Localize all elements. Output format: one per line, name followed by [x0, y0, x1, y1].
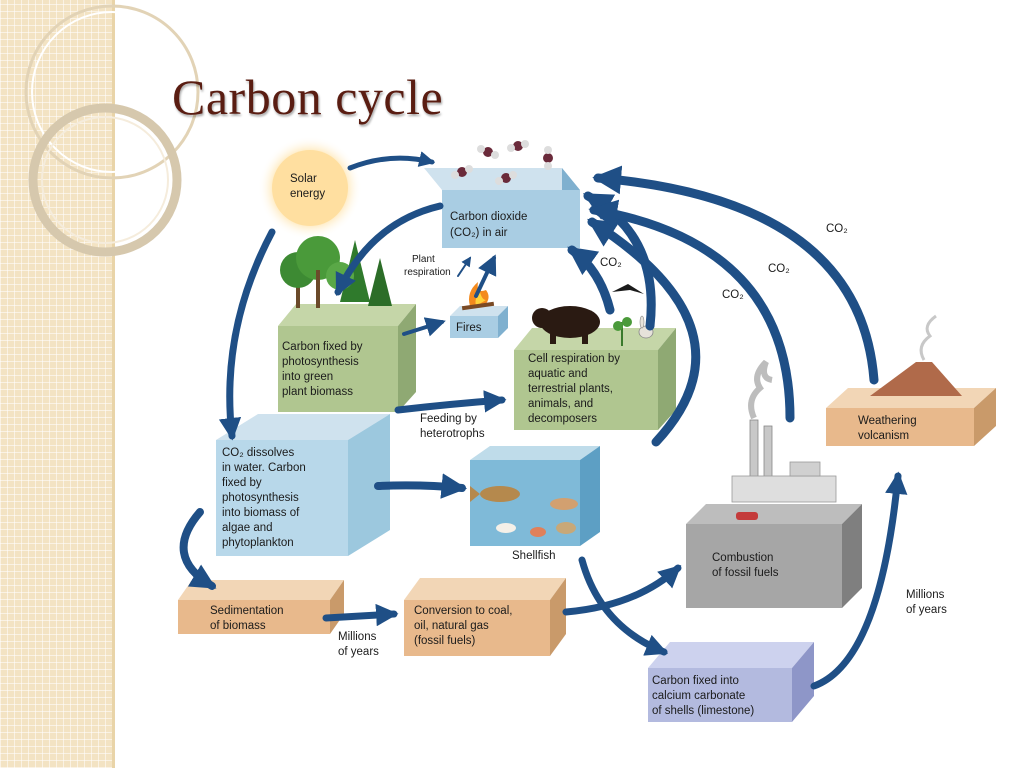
- limestone-box: [648, 642, 814, 722]
- limestone-label: Carbon fixed into calcium carbonate of s…: [652, 675, 754, 717]
- co2-label-b: CO₂: [722, 289, 744, 301]
- co2-water-label: CO₂ dissolves in water. Carbon fixed by …: [222, 447, 309, 549]
- co2-molecules-icon: [451, 140, 553, 185]
- factory-icon: [731, 359, 837, 520]
- small-plant-icon: [613, 317, 632, 346]
- trees-icon: [280, 236, 392, 308]
- shellfish-label: Shellfish: [512, 550, 555, 562]
- carbon-fixed-label: Carbon fixed by photosynthesis into gree…: [282, 341, 366, 398]
- rabbit-icon: [638, 315, 654, 339]
- combustion-label: Combustion of fossil fuels: [712, 552, 779, 579]
- co2-label-c: CO₂: [768, 263, 790, 275]
- cell-respiration-label: Cell respiration by aquatic and terrestr…: [528, 353, 623, 425]
- flow-arrows: [179, 151, 908, 690]
- sun-icon: [258, 136, 362, 240]
- co2-label-a: CO₂: [600, 257, 622, 269]
- fish-icon: [470, 486, 578, 537]
- plant-respiration-label: Plant respiration: [404, 254, 451, 278]
- sidebar-edge: [112, 0, 115, 768]
- plant-biomass-box: [278, 304, 416, 412]
- bird-icon: [612, 284, 644, 294]
- weathering-label: Weathering volcanism: [858, 415, 920, 442]
- sedimentation-box: [178, 580, 344, 634]
- weathering-box: [826, 388, 996, 446]
- volcano-icon: [870, 314, 962, 396]
- millions-years-label-2: Millions of years: [906, 589, 948, 616]
- decorative-rings: [24, 4, 200, 257]
- co2-water-box: [216, 414, 390, 556]
- slide-title: Carbon cycle: [172, 69, 444, 125]
- combustion-box: [686, 504, 862, 608]
- solar-energy-label: Solar energy: [290, 173, 325, 200]
- bear-icon: [532, 306, 600, 344]
- conversion-label: Conversion to coal, oil, natural gas (fo…: [414, 605, 516, 647]
- co2-air-label: Carbon dioxide (CO₂) in air: [450, 211, 531, 239]
- co2-label-d: CO₂: [826, 223, 848, 235]
- cell-respiration-box: [514, 328, 676, 430]
- conversion-box: [404, 578, 566, 656]
- fires-label: Fires: [456, 322, 482, 334]
- sedimentation-label: Sedimentation of biomass: [210, 605, 287, 632]
- feeding-label: Feeding by heterotrophs: [420, 413, 485, 440]
- millions-years-label-1: Millions of years: [338, 631, 380, 658]
